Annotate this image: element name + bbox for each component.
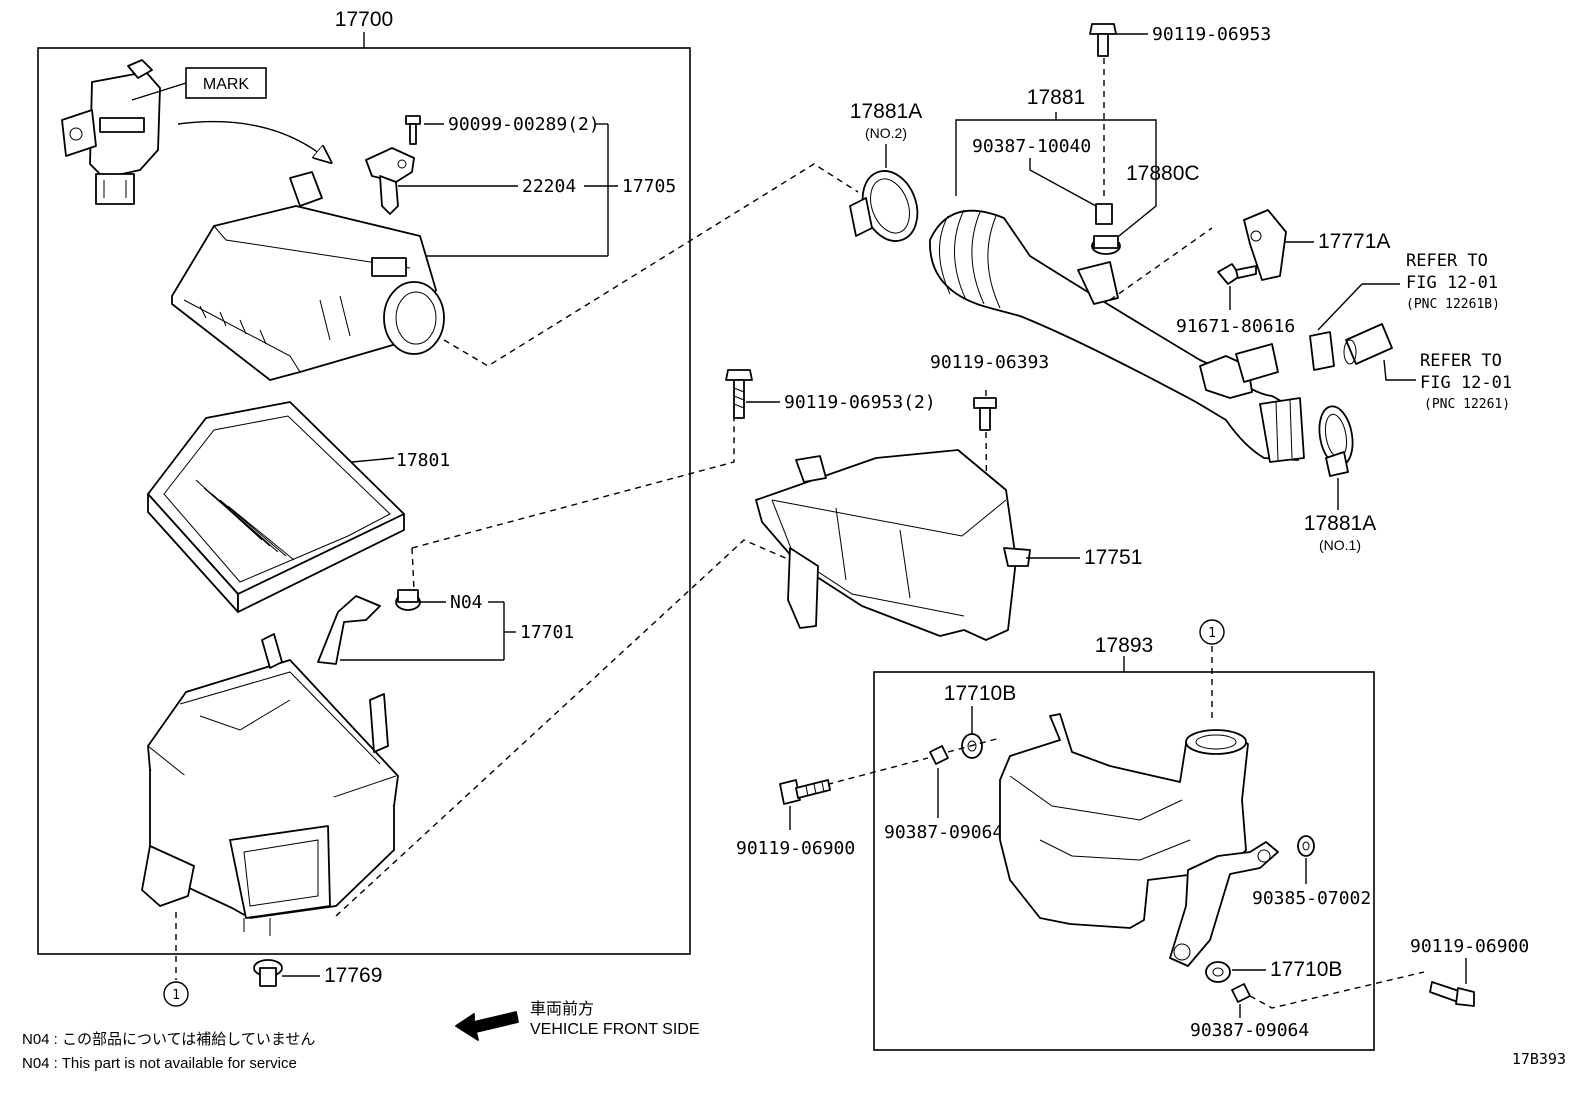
hose-end-12261b-icon — [1309, 331, 1335, 371]
figure-code[interactable]: 17B393 — [1512, 1050, 1566, 1068]
cushion-17880c-icon — [1091, 235, 1121, 255]
callout-90099-00289[interactable]: 90099-00289(2) — [448, 114, 600, 135]
callout-90387-09064-left[interactable]: 90387-09064 — [884, 822, 1003, 843]
grommet-n04-icon — [395, 589, 421, 611]
callout-17801[interactable]: 17801 — [396, 450, 450, 471]
callout-90119-06900-left[interactable]: 90119-06900 — [736, 838, 855, 859]
callout-90119-06393[interactable]: 90119-06393 — [930, 352, 1049, 373]
callout-17771a[interactable]: 17771A — [1318, 230, 1390, 253]
note-n04-jp[interactable]: N04 : この部品については補給していません — [22, 1031, 315, 1048]
callout-91671-80616[interactable]: 91671-80616 — [1176, 316, 1295, 337]
mark-label[interactable]: MARK — [203, 76, 250, 93]
hose-clamp-17881a-no1-illustration — [1318, 405, 1354, 477]
bolt-90119-06953-top-icon — [1089, 23, 1117, 57]
callout-17700[interactable]: 17700 — [335, 8, 393, 31]
callout-90119-06953-2[interactable]: 90119-06953(2) — [784, 392, 936, 413]
callout-17705[interactable]: 17705 — [622, 176, 676, 197]
bolt-90119-06393-icon — [973, 397, 997, 431]
callout-17769[interactable]: 17769 — [324, 964, 382, 987]
screw-91671-80616-icon — [1217, 263, 1257, 285]
lower-air-cleaner-case-illustration — [141, 595, 399, 936]
cushion-17710b-bottom-icon — [1205, 961, 1231, 983]
air-flow-meter-detail-illustration — [61, 59, 161, 205]
bolt-90119-06900-right-icon — [1429, 981, 1475, 1007]
callout-90387-09064-bottom[interactable]: 90387-09064 — [1190, 1020, 1309, 1041]
callout-no1-label[interactable]: (NO.1) — [1319, 537, 1361, 553]
callout-90387-10040[interactable]: 90387-10040 — [972, 136, 1091, 157]
callout-90119-06953-top[interactable]: 90119-06953 — [1152, 24, 1271, 45]
callout-17710b-top[interactable]: 17710B — [944, 682, 1016, 705]
callout-17751[interactable]: 17751 — [1084, 546, 1142, 569]
callout-no2-label[interactable]: (NO.2) — [865, 125, 907, 141]
callout-22204[interactable]: 22204 — [522, 176, 576, 197]
clip-17769-icon — [253, 959, 283, 987]
refer-lower-pnc[interactable]: (PNC 12261) — [1424, 397, 1510, 412]
refer-upper-line1[interactable]: REFER TO — [1406, 251, 1488, 271]
air-intake-hose-17881-illustration — [929, 209, 1305, 463]
upper-air-cleaner-case-illustration — [171, 171, 445, 381]
clip-90385-07002-icon — [1297, 835, 1315, 857]
reference-circle-1-right — [1199, 619, 1225, 645]
refer-upper-pnc[interactable]: (PNC 12261B) — [1406, 297, 1500, 312]
vehicle-front-arrow-icon — [455, 1011, 519, 1041]
callout-n04[interactable]: N04 — [450, 592, 483, 613]
refer-lower-line1[interactable]: REFER TO — [1420, 351, 1502, 371]
reference-circle-1-left — [163, 981, 189, 1007]
hose-12261-icon — [1343, 323, 1393, 365]
hose-clamp-17881a-no2-illustration — [849, 170, 919, 242]
sensor-22204-illustration — [365, 147, 415, 215]
callout-90385-07002[interactable]: 90385-07002 — [1252, 888, 1371, 909]
resonator-17893-illustration — [999, 713, 1279, 967]
collar-90387-09064-bottom-icon — [1231, 983, 1251, 1003]
callout-17893[interactable]: 17893 — [1095, 634, 1153, 657]
callout-17881[interactable]: 17881 — [1027, 86, 1085, 109]
refer-upper-line2[interactable]: FIG 12-01 — [1406, 273, 1498, 293]
bolt-90099-00289-icon — [405, 115, 421, 145]
bolt-90119-06953-icon — [725, 369, 753, 419]
note-n04-en[interactable]: N04 : This part is not available for ser… — [22, 1055, 297, 1072]
svg-text:1[interactable]: 1 — [172, 988, 180, 1003]
callout-90119-06900-right[interactable]: 90119-06900 — [1410, 936, 1529, 957]
bracket-17771a-illustration — [1243, 209, 1287, 281]
callout-17881a-no1[interactable]: 17881A — [1304, 512, 1376, 535]
collar-90387-10040-icon — [1095, 203, 1113, 225]
collar-90387-09064-left-icon — [929, 745, 949, 765]
vehicle-front-jp[interactable]: 車両前方 — [530, 1000, 594, 1018]
callout-17701[interactable]: 17701 — [520, 622, 574, 643]
svg-text:1[interactable]: 1 — [1208, 626, 1216, 641]
air-filter-element-illustration — [147, 401, 405, 613]
callout-17710b-bottom[interactable]: 17710B — [1270, 958, 1342, 981]
bolt-90119-06900-left-icon — [779, 779, 831, 805]
intake-duct-17751-illustration — [755, 449, 1031, 641]
callout-17881a-no2[interactable]: 17881A — [850, 100, 922, 123]
vehicle-front-en[interactable]: VEHICLE FRONT SIDE — [530, 1021, 700, 1038]
refer-lower-line2[interactable]: FIG 12-01 — [1420, 373, 1512, 393]
callout-17880c[interactable]: 17880C — [1126, 162, 1200, 185]
